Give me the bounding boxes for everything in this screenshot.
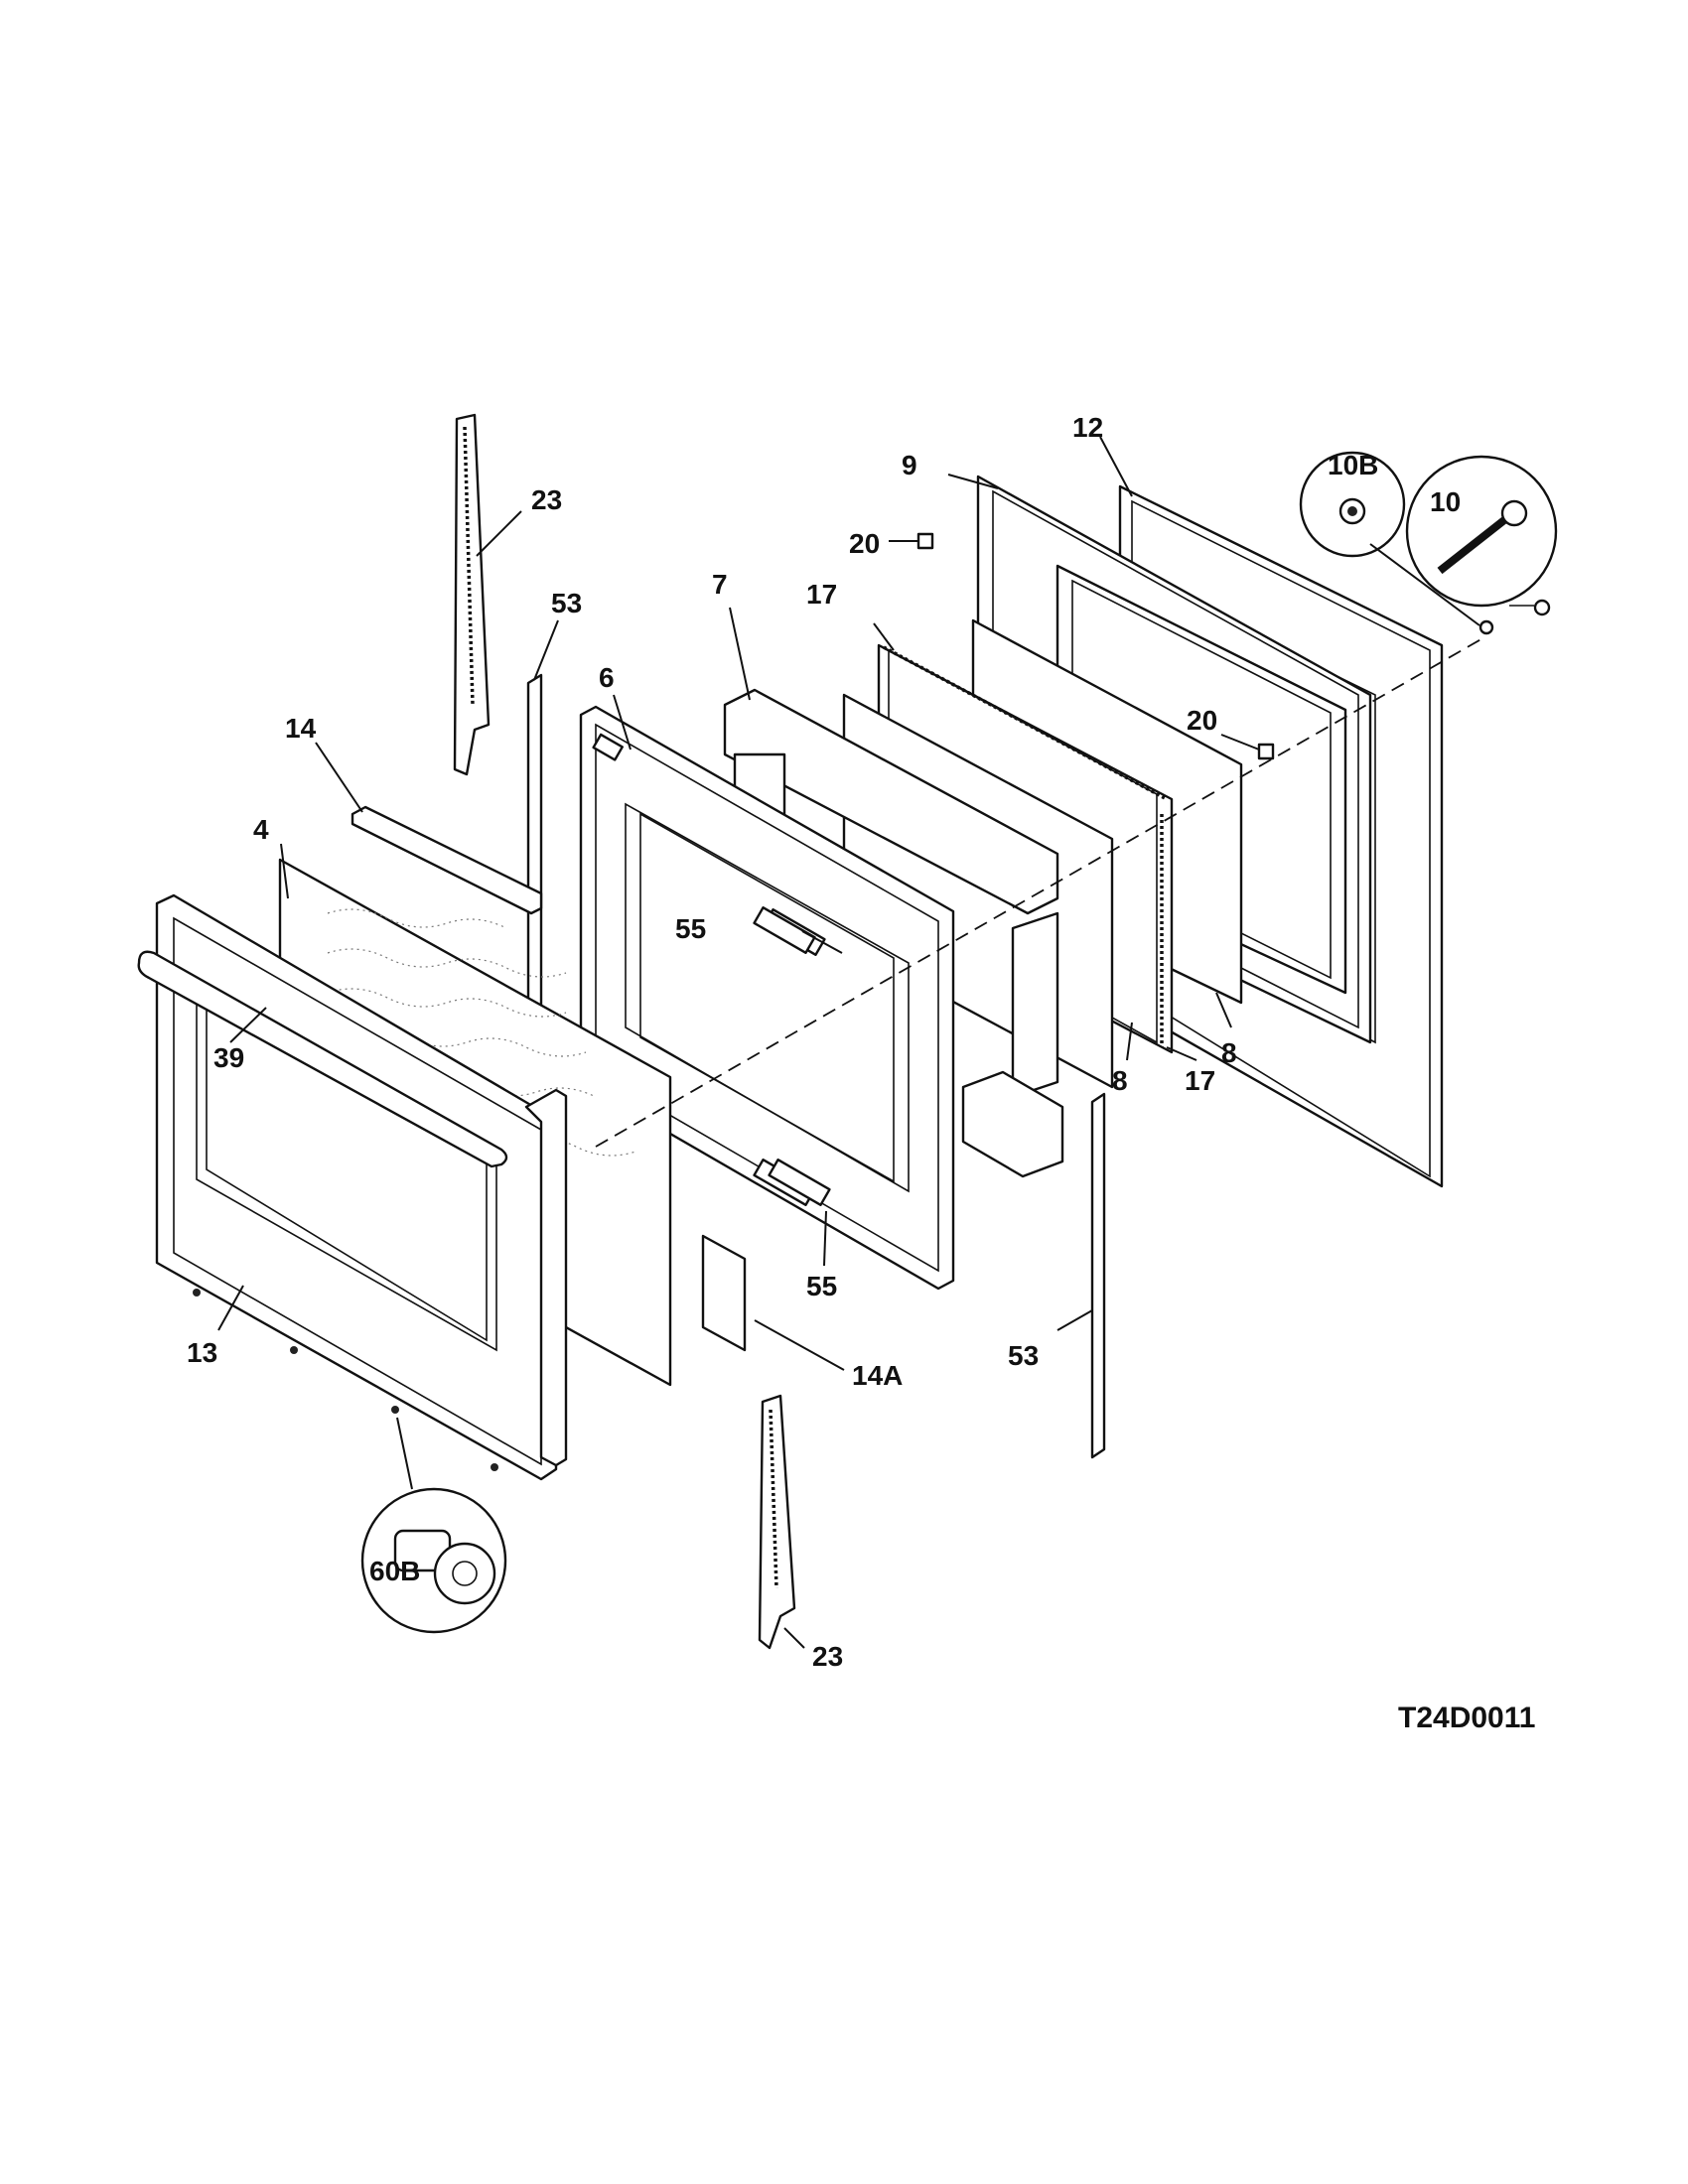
leader-lines bbox=[217, 436, 1480, 1649]
part-23-hinge-bottom bbox=[758, 1394, 796, 1650]
callout-20-top: 20 bbox=[849, 528, 880, 559]
callout-9: 9 bbox=[902, 450, 917, 480]
callout-23-top: 23 bbox=[531, 484, 562, 515]
callout-23-bottom: 23 bbox=[812, 1641, 843, 1672]
part-10b-washer-inset bbox=[1299, 451, 1406, 558]
part-10-bolt-inset bbox=[1405, 455, 1558, 608]
callout-55-mid: 55 bbox=[675, 913, 706, 944]
callout-8-right: 8 bbox=[1221, 1037, 1237, 1068]
callout-4: 4 bbox=[253, 814, 269, 845]
callout-20-right: 20 bbox=[1187, 705, 1217, 736]
part-39-handle bbox=[137, 950, 508, 1168]
part-55-receptacle-bottom bbox=[768, 1159, 831, 1206]
callout-55-bottom: 55 bbox=[806, 1271, 837, 1301]
callout-53-bottom: 53 bbox=[1008, 1340, 1039, 1371]
alignment-axis bbox=[595, 636, 1485, 1148]
part-20-screw-top bbox=[889, 532, 934, 550]
part-13-outer-door-panel bbox=[155, 893, 568, 1481]
screw-holes bbox=[193, 1289, 498, 1471]
part-53-side-trim-bottom bbox=[1090, 1092, 1106, 1459]
part-10-bolt-actual bbox=[1478, 599, 1551, 635]
part-14a-label bbox=[701, 1234, 747, 1352]
part-60b-screw-inset bbox=[360, 1487, 507, 1634]
callout-6: 6 bbox=[599, 662, 615, 693]
part-55-receptacle-mid bbox=[753, 906, 843, 954]
callout-7: 7 bbox=[712, 569, 728, 600]
callout-10: 10 bbox=[1430, 486, 1461, 517]
part-20-screw-right bbox=[1257, 743, 1275, 760]
part-14-insulation-wrap bbox=[351, 805, 543, 915]
callout-17-top: 17 bbox=[806, 579, 837, 610]
callout-12: 12 bbox=[1072, 412, 1103, 443]
part-23-hinge-top bbox=[453, 413, 491, 776]
callout-14a: 14A bbox=[852, 1360, 903, 1391]
callout-13: 13 bbox=[187, 1337, 217, 1368]
callout-39: 39 bbox=[213, 1042, 244, 1073]
callout-labels: 23 53 14 4 6 7 17 9 20 12 10B 10 20 55 3… bbox=[187, 412, 1461, 1672]
callout-8-mid: 8 bbox=[1112, 1065, 1128, 1096]
callout-60b: 60B bbox=[369, 1556, 420, 1586]
figure-code: T24D0011 bbox=[1398, 1702, 1535, 1734]
callout-14: 14 bbox=[285, 713, 317, 744]
callout-53-top: 53 bbox=[551, 588, 582, 618]
callout-10b: 10B bbox=[1328, 450, 1378, 480]
callout-17-bottom: 17 bbox=[1185, 1065, 1215, 1096]
